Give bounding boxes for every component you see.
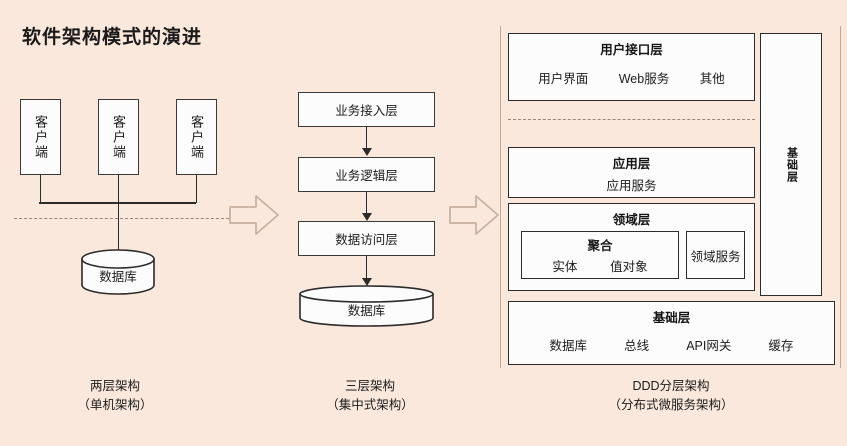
ddd-layer-application[interactable]: 应用层 应用服务 (508, 147, 755, 198)
arrow-three-to-ddd (448, 192, 500, 238)
ddd-layer-title: 基础层 (652, 311, 691, 325)
ddd-layer-infrastructure[interactable]: 基础层 数据库 总线 API网关 缓存 (508, 301, 835, 365)
layer-box-label: 业务逻辑层 (335, 169, 398, 183)
layer-box-business-access[interactable]: 业务接入层 (298, 92, 435, 127)
page-title: 软件架构模式的演进 (22, 27, 203, 48)
two-tier-caption-line1: 两层架构 (89, 379, 140, 393)
ddd-divider (508, 119, 755, 120)
ddd-layer-items: 应用服务 (509, 175, 754, 194)
two-tier-caption: 两层架构 （单机架构） (0, 377, 230, 416)
ddd-sidebar-label: 基础层 (785, 146, 798, 183)
ddd-caption-line2: （分布式微服务架构） (608, 398, 734, 413)
ddd-aggregate-title: 聚合 (587, 239, 613, 253)
ddd-infra-item-1[interactable]: 总线 (624, 339, 650, 353)
client-box-label: 客户端 (33, 114, 48, 160)
ddd-infra-item-2[interactable]: API网关 (686, 339, 732, 353)
two-tier-caption-line2: （单机架构） (77, 398, 153, 413)
ddd-layer-domain[interactable]: 领域层 聚合 实体 值对象 领域服务 (508, 203, 755, 291)
ddd-container-right-edge (840, 26, 842, 368)
layer-box-label: 业务接入层 (335, 104, 398, 118)
three-tier-section: 业务接入层 业务逻辑层 数据访问层 数据库 (280, 0, 470, 446)
three-tier-database[interactable]: 数据库 (298, 285, 435, 327)
client-box-1[interactable]: 客户端 (20, 99, 61, 175)
ddd-layer-user-interface[interactable]: 用户接口层 用户界面 Web服务 其他 (508, 33, 755, 101)
ddd-infra-item-0[interactable]: 数据库 (549, 339, 588, 353)
ddd-ui-item-1[interactable]: Web服务 (618, 72, 670, 86)
ddd-caption-line1: DDD分层架构 (632, 379, 710, 393)
three-tier-caption-line1: 三层架构 (344, 379, 395, 393)
client-box-label: 客户端 (111, 114, 126, 160)
ddd-domain-service-box[interactable]: 领域服务 (686, 231, 745, 279)
connector-client3-down (195, 175, 198, 203)
arrow-access-to-logic (298, 127, 435, 156)
two-tier-database[interactable]: 数据库 (80, 249, 156, 295)
arrow-data-to-db (298, 256, 435, 286)
ddd-layer-title: 领域层 (612, 213, 651, 227)
ddd-aggregate-item-1[interactable]: 值对象 (610, 260, 648, 274)
ddd-caption: DDD分层架构 （分布式微服务架构） (495, 377, 847, 416)
ddd-app-item-0[interactable]: 应用服务 (606, 179, 657, 193)
layer-box-business-logic[interactable]: 业务逻辑层 (298, 157, 435, 192)
ddd-layer-items: 用户界面 Web服务 其他 (509, 68, 754, 87)
ddd-aggregate-items: 实体 值对象 (522, 256, 678, 275)
ddd-sidebar-band[interactable]: 基础层 (760, 33, 822, 296)
two-tier-divider (14, 218, 229, 219)
ddd-aggregate-item-0[interactable]: 实体 (552, 260, 578, 274)
arrow-two-to-three (228, 192, 280, 238)
client-box-2[interactable]: 客户端 (98, 99, 139, 175)
ddd-container-left-edge (500, 26, 502, 368)
layer-box-label: 数据访问层 (335, 233, 398, 247)
client-box-3[interactable]: 客户端 (176, 99, 217, 175)
ddd-ui-item-0[interactable]: 用户界面 (538, 72, 589, 86)
layer-box-data-access[interactable]: 数据访问层 (298, 221, 435, 256)
ddd-section: 基础层 用户接口层 用户界面 Web服务 其他 应用层 应用服务 领域层 聚合 (495, 0, 847, 446)
ddd-ui-item-2[interactable]: 其他 (699, 72, 725, 86)
connector-trunk-down (117, 175, 120, 253)
three-tier-caption-line2: （集中式架构） (326, 398, 414, 413)
connector-client1-down (39, 175, 42, 203)
ddd-aggregate-box[interactable]: 聚合 实体 值对象 (521, 231, 679, 279)
ddd-layer-title: 用户接口层 (600, 43, 663, 57)
two-tier-section: 客户端 客户端 客户端 数据库 两层架构 （单机架构） (0, 0, 230, 446)
ddd-domain-service-label: 领域服务 (690, 249, 741, 264)
ddd-layer-title: 应用层 (612, 157, 651, 171)
three-tier-caption: 三层架构 （集中式架构） (275, 377, 465, 416)
ddd-infra-item-3[interactable]: 缓存 (768, 339, 794, 353)
ddd-layer-items: 数据库 总线 API网关 缓存 (509, 335, 834, 354)
arrow-logic-to-data (298, 192, 435, 221)
client-box-label: 客户端 (189, 114, 204, 160)
